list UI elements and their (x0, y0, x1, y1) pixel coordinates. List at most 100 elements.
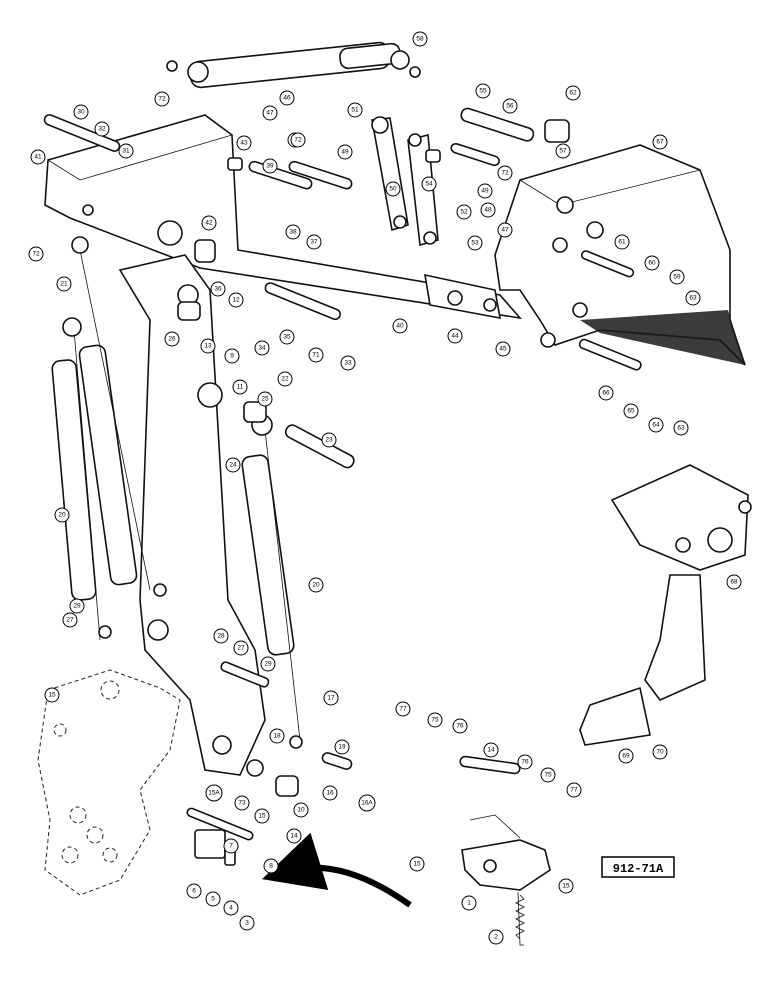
callout-circle (269, 728, 285, 744)
callout-15: 15 (254, 808, 270, 824)
callout-number: 46 (283, 95, 291, 102)
callout-number: 9 (230, 353, 234, 360)
callout-circle (618, 748, 634, 764)
callout-circle (200, 338, 216, 354)
callout-number: 12 (232, 297, 240, 304)
callout-circle (234, 795, 250, 811)
callout-circle (409, 856, 425, 872)
callout-circle (488, 929, 504, 945)
callout-15: 15 (44, 687, 60, 703)
callout-number: 26 (168, 336, 176, 343)
callout-number: 15 (413, 861, 421, 868)
callout-33: 33 (340, 355, 356, 371)
callout-73: 73 (234, 795, 250, 811)
callout-21: 21 (56, 276, 72, 292)
callout-24: 24 (225, 457, 241, 473)
callout-circle (340, 355, 356, 371)
callout-60: 60 (644, 255, 660, 271)
callout-4: 4 (223, 900, 239, 916)
callout-circle (277, 371, 293, 387)
callout-number: 72 (294, 137, 302, 144)
callout-circle (337, 144, 353, 160)
callout-number: 7 (229, 843, 233, 850)
callout-number: 11 (237, 384, 244, 391)
callout-47: 47 (497, 222, 513, 238)
callout-number: 2 (494, 934, 498, 941)
callout-number: 65 (627, 408, 635, 415)
left-cylinders (51, 236, 167, 641)
callout-number: 43 (240, 140, 248, 147)
callout-number: 60 (648, 260, 656, 267)
callout-circle (395, 701, 411, 717)
callout-number: 37 (310, 239, 318, 246)
callout-56: 56 (502, 98, 518, 114)
callout-number: 70 (656, 749, 664, 756)
callout-18: 18 (269, 728, 285, 744)
callout-number: 29 (264, 661, 272, 668)
callout-number: 29 (73, 603, 81, 610)
callout-circle (483, 742, 499, 758)
callout-38: 38 (285, 224, 301, 240)
callout-circle (224, 348, 240, 364)
callout-circle (347, 102, 363, 118)
callout-16: 16 (322, 785, 338, 801)
callout-77: 77 (395, 701, 411, 717)
callout-circle (210, 281, 226, 297)
callout-8: 8 (263, 858, 279, 874)
callout-7: 7 (223, 838, 239, 854)
pins-and-bushings (43, 107, 642, 841)
callout-9: 9 (224, 348, 240, 364)
callout-circle (239, 915, 255, 931)
callout-number: 30 (77, 109, 85, 116)
callout-28: 28 (213, 628, 229, 644)
callout-circle (205, 891, 221, 907)
callout-circle (502, 98, 518, 114)
callout-42: 42 (201, 215, 217, 231)
callout-circle (118, 143, 134, 159)
callout-number: 25 (261, 396, 269, 403)
callout-15: 15 (558, 878, 574, 894)
callout-30: 30 (73, 104, 89, 120)
callout-number: 39 (266, 163, 274, 170)
callout-62: 62 (565, 85, 581, 101)
callout-50: 50 (385, 181, 401, 197)
callout-circle (279, 90, 295, 106)
drawing-reference-box: 912-71A (601, 856, 675, 878)
callout-number: 28 (217, 633, 225, 640)
callout-number: 6 (192, 888, 196, 895)
callout-41: 41 (30, 149, 46, 165)
callout-11: 11 (232, 379, 248, 395)
callout-29: 29 (260, 656, 276, 672)
callout-number: 69 (622, 753, 630, 760)
callout-circle (263, 858, 279, 874)
callout-29: 29 (69, 598, 85, 614)
callout-circle (186, 883, 202, 899)
callout-number: 40 (396, 323, 404, 330)
callout-circle (44, 687, 60, 703)
callout-49: 49 (477, 183, 493, 199)
callout-number: 72 (158, 96, 166, 103)
callout-5: 5 (205, 891, 221, 907)
callout-71: 71 (308, 347, 324, 363)
callout-circle (225, 457, 241, 473)
callout-circle (652, 744, 668, 760)
callout-circle (262, 158, 278, 174)
callout-number: 4 (229, 905, 233, 912)
callout-20: 20 (308, 577, 324, 593)
callout-number: 49 (481, 188, 489, 195)
callout-number: 72 (32, 251, 40, 258)
callout-25: 25 (257, 391, 273, 407)
callout-number: 16 (326, 790, 334, 797)
callout-number: 36 (214, 286, 222, 293)
callout-circle (308, 577, 324, 593)
callout-58: 58 (412, 31, 428, 47)
bucket (494, 144, 746, 366)
callout-number: 47 (501, 227, 509, 234)
callout-circle (236, 135, 252, 151)
callout-14: 14 (483, 742, 499, 758)
callout-number: 10 (297, 807, 305, 814)
callout-63: 63 (685, 290, 701, 306)
callout-circle (644, 255, 660, 271)
